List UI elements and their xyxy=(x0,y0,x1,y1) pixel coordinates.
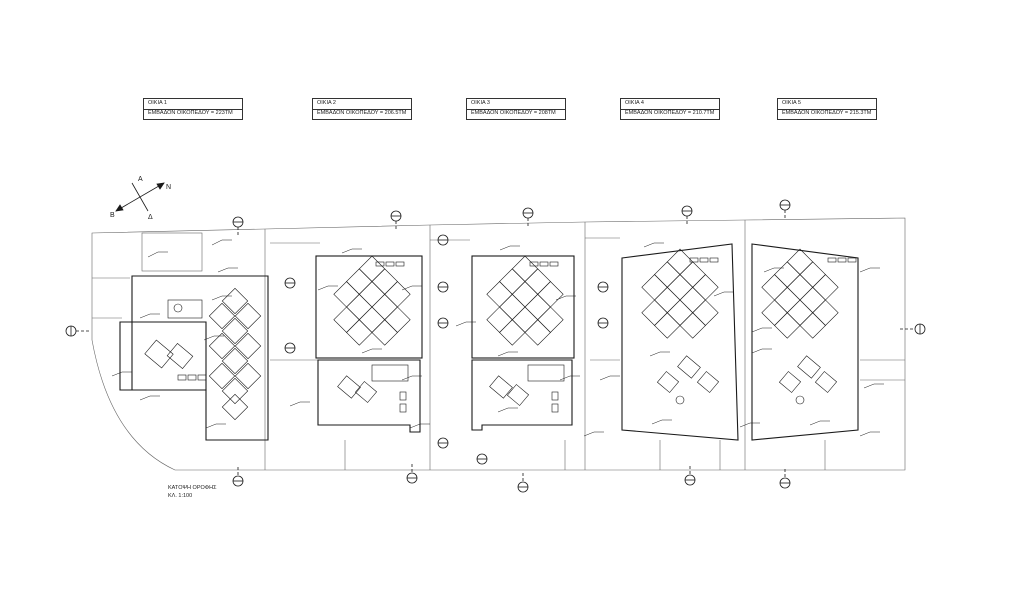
plot-label-3: ΟΙΚΙΑ 3 ΕΜΒΑΔΟΝ ΟΙΚΟΠΕΔΟΥ = 208ΤΜ xyxy=(466,98,566,120)
house-4-solar-panels xyxy=(641,248,719,339)
site-boundary xyxy=(91,217,906,471)
plot-name: ΟΙΚΙΑ 1 xyxy=(148,100,167,106)
plot-label-4: ΟΙΚΙΑ 4 ΕΜΒΑΔΟΝ ΟΙΚΟΠΕΔΟΥ = 210.7ΤΜ xyxy=(620,98,720,120)
house-1-roof xyxy=(119,232,269,441)
north-arrow-icon: N B A Δ xyxy=(110,176,171,221)
drawing-caption: ΚΑΤΟΨΗ ΟΡΟΦΗΣ ΚΛ. 1:100 xyxy=(168,484,217,500)
house-5-equipment xyxy=(778,257,857,405)
house-5-solar-panels xyxy=(761,248,839,339)
house-2-roof xyxy=(315,255,423,433)
label-divider xyxy=(313,109,411,110)
label-divider xyxy=(144,109,242,110)
plot-label-1: ΟΙΚΙΑ 1 ΕΜΒΑΔΟΝ ΟΙΚΟΠΕΔΟΥ = 223ΤΜ xyxy=(143,98,243,120)
house-2-solar-panels xyxy=(333,255,411,346)
section-markers xyxy=(65,199,926,493)
house-1-equipment xyxy=(144,299,207,381)
plot-name: ΟΙΚΙΑ 4 xyxy=(625,100,644,106)
house-3-equipment xyxy=(489,261,565,413)
plot-name: ΟΙΚΙΑ 2 xyxy=(317,100,336,106)
house-5-roof xyxy=(751,243,859,441)
label-divider xyxy=(778,109,876,110)
label-divider xyxy=(621,109,719,110)
plot-area: ΕΜΒΑΔΟΝ ΟΙΚΟΠΕΔΟΥ = 208ΤΜ xyxy=(471,110,556,116)
label-divider xyxy=(467,109,565,110)
plot-area: ΕΜΒΑΔΟΝ ΟΙΚΟΠΕΔΟΥ = 206.5ΤΜ xyxy=(317,110,407,116)
compass-label-b: B xyxy=(110,212,115,219)
compass-label-a: A xyxy=(138,176,143,183)
plot-area: ΕΜΒΑΔΟΝ ΟΙΚΟΠΕΔΟΥ = 210.7ΤΜ xyxy=(625,110,715,116)
plot-area: ΕΜΒΑΔΟΝ ΟΙΚΟΠΕΔΟΥ = 215.3ΤΜ xyxy=(782,110,872,116)
drawing-title: ΚΑΤΟΨΗ ΟΡΟΦΗΣ xyxy=(168,485,217,491)
house-1-solar-panels xyxy=(208,287,262,421)
compass-label-d: Δ xyxy=(148,214,153,221)
plot-label-5: ΟΙΚΙΑ 5 ΕΜΒΑΔΟΝ ΟΙΚΟΠΕΔΟΥ = 215.3ΤΜ xyxy=(777,98,877,120)
plot-name: ΟΙΚΙΑ 5 xyxy=(782,100,801,106)
house-3-roof xyxy=(471,255,575,431)
house-4-roof xyxy=(621,243,739,441)
drawing-scale: ΚΛ. 1:100 xyxy=(168,493,193,499)
house-4-equipment xyxy=(656,257,720,405)
plot-label-2: ΟΙΚΙΑ 2 ΕΜΒΑΔΟΝ ΟΙΚΟΠΕΔΟΥ = 206.5ΤΜ xyxy=(312,98,412,120)
plot-area: ΕΜΒΑΔΟΝ ΟΙΚΟΠΕΔΟΥ = 223ΤΜ xyxy=(148,110,233,116)
plot-name: ΟΙΚΙΑ 3 xyxy=(471,100,490,106)
level-tags xyxy=(111,239,884,437)
house-2-equipment xyxy=(337,261,409,413)
compass-label-n: N xyxy=(166,184,171,191)
house-3-solar-panels xyxy=(486,255,564,346)
